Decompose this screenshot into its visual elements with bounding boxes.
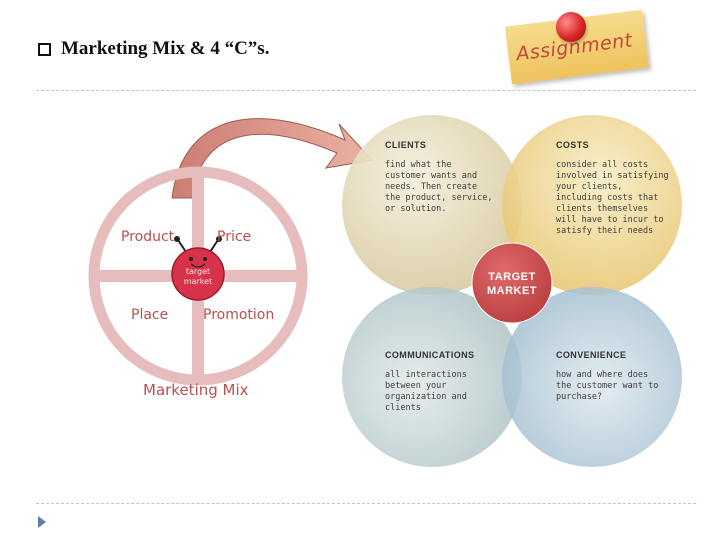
checkbox-bullet-icon: [38, 42, 51, 56]
slide-title: Marketing Mix & 4 “C”s.: [38, 38, 269, 60]
convenience-block: CONVENIENCE how and where does the custo…: [556, 350, 658, 403]
bottom-divider: [36, 503, 696, 504]
bug-antenna-tip-left: [174, 236, 180, 242]
mix-label-promotion: Promotion: [203, 307, 275, 323]
target-market-line1: TARGET: [488, 271, 536, 283]
target-market-bug-label: target market: [172, 267, 224, 287]
convenience-circle: [502, 287, 682, 467]
bug-eye-right: [203, 257, 207, 261]
target-market-circle: [471, 242, 553, 324]
mix-label-price: Price: [217, 229, 252, 245]
mix-label-product: Product: [121, 229, 175, 245]
costs-circle: [502, 115, 682, 295]
bug-eye-left: [189, 257, 193, 261]
convenience-heading: CONVENIENCE: [556, 350, 627, 360]
marketing-mix-wheel: [88, 166, 308, 386]
costs-heading: COSTS: [556, 140, 590, 150]
bug-antenna-right: [209, 239, 219, 253]
clients-block: CLIENTS find what the customer wants and…: [385, 140, 492, 215]
push-pin-icon: [556, 12, 586, 42]
clients-body: find what the customer wants and needs. …: [385, 160, 493, 214]
slide-title-text: Marketing Mix & 4 “C”s.: [61, 38, 270, 59]
bug-antenna-tip-right: [216, 236, 222, 242]
clients-circle: [342, 115, 522, 295]
clients-heading: CLIENTS: [385, 140, 427, 150]
communications-body: all interactions between your organizati…: [385, 370, 467, 413]
costs-block: COSTS consider all costs involved in sat…: [556, 140, 669, 237]
bug-label-line1: target: [185, 267, 211, 276]
mix-label-place: Place: [131, 307, 169, 323]
communications-heading: COMMUNICATIONS: [385, 350, 475, 360]
target-market-label: TARGET MARKET: [480, 270, 544, 298]
communications-block: COMMUNICATIONS all interactions between …: [385, 350, 474, 414]
convenience-body: how and where does the customer want to …: [556, 370, 659, 402]
target-market-line2: MARKET: [486, 285, 538, 297]
marketing-mix-caption: Marketing Mix: [143, 381, 249, 399]
triangle-bullet-icon: [38, 516, 46, 528]
bug-label-line2: market: [183, 277, 213, 286]
bug-smile: [190, 263, 206, 268]
bug-antenna-left: [177, 239, 187, 253]
communications-circle: [342, 287, 522, 467]
four-cs-venn: [342, 115, 682, 467]
target-market-bug-icon: [171, 247, 225, 301]
costs-body: consider all costs involved in satisfyin…: [556, 160, 669, 236]
top-divider: [36, 90, 696, 91]
